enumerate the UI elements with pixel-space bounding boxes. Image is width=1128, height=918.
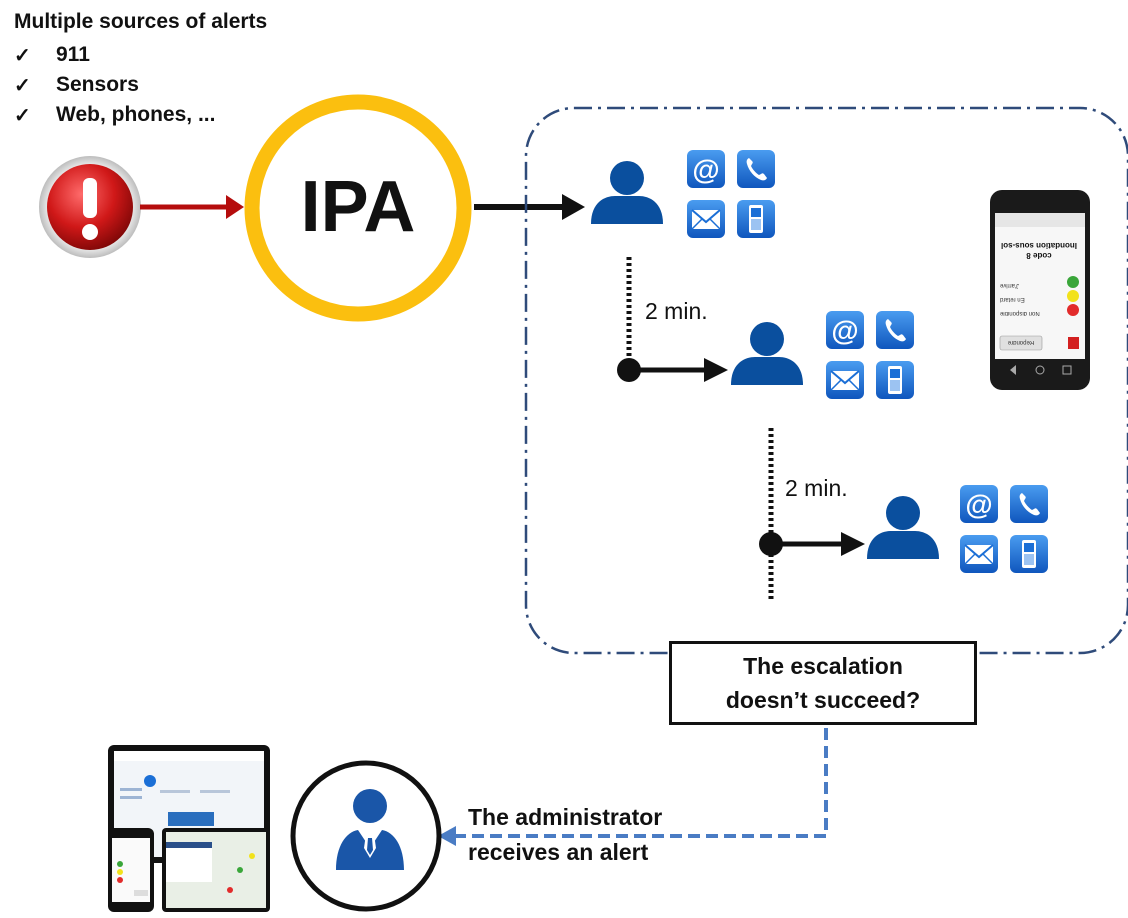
ipa-circle: [244, 94, 472, 322]
checkmark-icon: ✓: [14, 74, 31, 97]
person-icon: [731, 322, 803, 385]
ipa-label: IPA: [300, 167, 416, 247]
admin-line-2: receives an alert: [468, 839, 649, 865]
admin-icon: [290, 760, 442, 912]
admin-line-1: The administrator: [468, 804, 663, 830]
failure-line-2: doesn’t succeed?: [725, 687, 921, 713]
alert-icon: [39, 156, 141, 258]
contact-icons-2: [826, 311, 914, 399]
phone-screen-title: code 8 Inondation sous-sol: [1001, 241, 1077, 260]
list-item: ✓Sensors: [14, 73, 139, 97]
escalation-failure-box: The escalation doesn’t succeed?: [669, 641, 977, 725]
phone-status-list: Non disponible En retard J'arrive: [1000, 282, 1040, 316]
phone-reply-button: Répondre: [1007, 339, 1035, 345]
contact-icons-3: [960, 485, 1048, 573]
checkmark-icon: ✓: [14, 44, 31, 67]
delay-label-1: 2 min.: [645, 298, 708, 324]
admin-alert-link: [452, 728, 828, 838]
admin-alert-text: The administrator receives an alert: [468, 800, 662, 870]
sources-list: ✓911 ✓Sensors ✓Web, phones, ...: [14, 40, 215, 130]
list-item: ✓Web, phones, ...: [14, 103, 216, 127]
failure-line-1: The escalation: [743, 653, 903, 679]
list-item: ✓911: [14, 43, 90, 67]
person-icon: [591, 161, 663, 224]
contact-icons-1: [687, 150, 775, 238]
multi-device-icon: [108, 745, 270, 912]
checkmark-icon: ✓: [14, 104, 31, 127]
person-icon: [867, 496, 939, 559]
smartphone-device: [990, 190, 1090, 390]
sources-title: Multiple sources of alerts: [14, 10, 268, 33]
delay-label-2: 2 min.: [785, 475, 848, 501]
